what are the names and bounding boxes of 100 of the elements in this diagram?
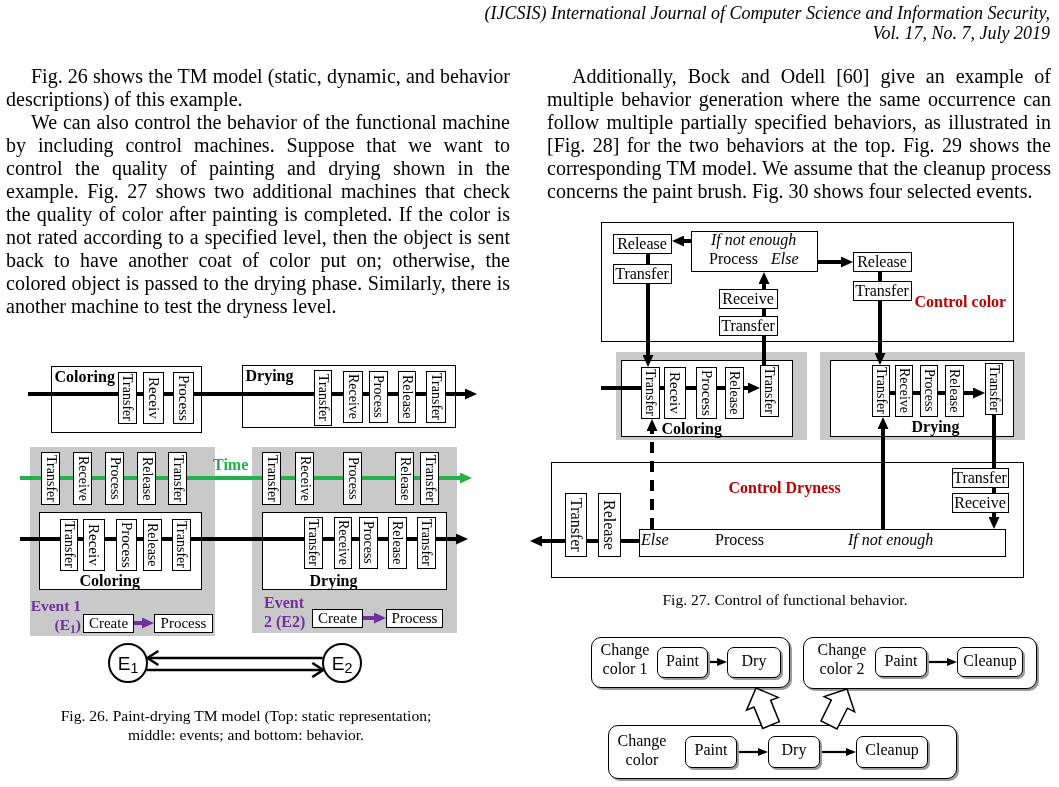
connector-line — [416, 392, 426, 396]
condition-label: If not enough — [848, 531, 934, 549]
connector-line — [137, 392, 143, 396]
decision-box — [690, 230, 818, 272]
body-paragraph: Fig. 26 shows the TM model (static, dynamic, and behavior descriptions) of this example. — [6, 65, 510, 111]
step-box: Transfer — [564, 492, 587, 557]
step-box: Transfer — [59, 518, 78, 571]
connector-line — [646, 254, 650, 264]
running-header: Vol. 17, No. 7, July 2019 — [872, 23, 1050, 43]
connector-line — [332, 392, 343, 396]
step-box: Receive — [73, 452, 92, 505]
step-box: Transfer — [303, 516, 323, 569]
step-box: Receive — [295, 452, 314, 505]
step-box: Release — [944, 364, 964, 417]
shaded-region — [616, 352, 807, 440]
step-box: Release — [137, 452, 156, 505]
block-arrow — [745, 687, 781, 730]
behavior-label: Change color 1 — [599, 640, 651, 678]
step-box: Process — [172, 371, 194, 424]
arrow — [134, 617, 154, 629]
connector-line — [164, 392, 173, 396]
connector-line — [992, 415, 996, 468]
machine-label: Coloring — [661, 420, 722, 437]
arrow — [874, 301, 886, 365]
step-box: Transfer — [168, 452, 187, 505]
connector-line — [587, 539, 598, 543]
step-box: Process — [386, 609, 443, 628]
connector-line — [913, 391, 920, 395]
figure-caption: Fig. 26. Paint-drying TM model (Top: static representation; middle: events; and bottom: behavior. — [59, 707, 433, 744]
step-box: Process — [358, 516, 378, 569]
behavior-box — [803, 637, 1037, 689]
arrow — [708, 658, 727, 666]
running-header: (IJCSIS) International Journal of Computer Science and Information Security, — [484, 3, 1050, 23]
machine-label: Drying — [309, 572, 358, 589]
connector-line — [686, 386, 696, 390]
arrow — [744, 382, 760, 394]
step-box: Transfer — [425, 370, 446, 423]
connector-line — [124, 476, 137, 480]
connector-line — [20, 476, 41, 480]
step-box: Transfer — [612, 263, 672, 284]
step-box: Process — [154, 614, 213, 633]
process-label: Process — [715, 531, 764, 549]
step-box: Release — [612, 233, 672, 254]
machine-label: Coloring — [79, 572, 140, 589]
behavior-label: Change color — [616, 731, 668, 769]
machine-box — [242, 365, 456, 428]
process-label: Process — [709, 250, 758, 268]
arrow — [530, 535, 565, 547]
machine-label: Coloring — [54, 368, 115, 385]
connector-line — [60, 476, 73, 480]
connector-line — [314, 476, 343, 480]
step-box: Process — [368, 370, 388, 423]
connector-line — [323, 537, 334, 541]
arrow — [363, 612, 386, 624]
step-box: Release — [387, 516, 407, 569]
arrow — [146, 661, 325, 679]
figure-caption: Fig. 27. Control of functional behavior. — [662, 591, 908, 610]
connector-line — [194, 392, 314, 396]
step-box: Create — [83, 614, 134, 633]
behavior-box — [591, 637, 790, 688]
step-box: Release — [852, 251, 912, 272]
step-box: Process — [695, 366, 717, 419]
edge-label: Time — [213, 456, 249, 474]
step-box: Receive — [333, 516, 352, 569]
step-box: Release — [395, 452, 414, 505]
arrow — [927, 658, 957, 666]
connector-line — [878, 272, 882, 281]
condition-label: Else — [771, 250, 799, 268]
step-box: Transfer — [416, 516, 436, 569]
step-box: Transfer — [262, 452, 281, 505]
connector-line — [660, 386, 664, 390]
connector-line — [162, 537, 172, 541]
step-box: Paint — [685, 736, 737, 768]
connector-line — [621, 539, 639, 543]
step-box: Create — [312, 609, 363, 628]
connector-line — [388, 392, 398, 396]
machine-box — [601, 222, 1014, 342]
step-box: Receiv — [663, 366, 686, 419]
arrow — [146, 649, 323, 667]
step-box: Transfer — [41, 452, 60, 505]
connector-line — [378, 537, 388, 541]
step-box: Process — [105, 452, 124, 505]
step-box: Receiv — [82, 518, 105, 571]
machine-box — [830, 360, 1014, 437]
machine-box — [51, 366, 202, 433]
arrow — [988, 513, 1000, 529]
step-box: Process — [115, 518, 137, 571]
event-region — [30, 447, 215, 636]
step-box: Receive — [718, 288, 778, 309]
connector-line — [187, 476, 262, 480]
step-box: Process — [343, 452, 362, 505]
step-box: Transfer — [117, 371, 137, 424]
step-box: Transfer — [852, 280, 912, 301]
decision-box — [638, 528, 1006, 557]
event-label: Event 2 (E2) — [264, 593, 307, 631]
connector-line — [938, 391, 945, 395]
step-box: Cleanup — [957, 647, 1023, 677]
step-box: Transfer — [171, 518, 191, 571]
step-box: Release — [597, 492, 621, 557]
connector-line — [762, 336, 766, 365]
